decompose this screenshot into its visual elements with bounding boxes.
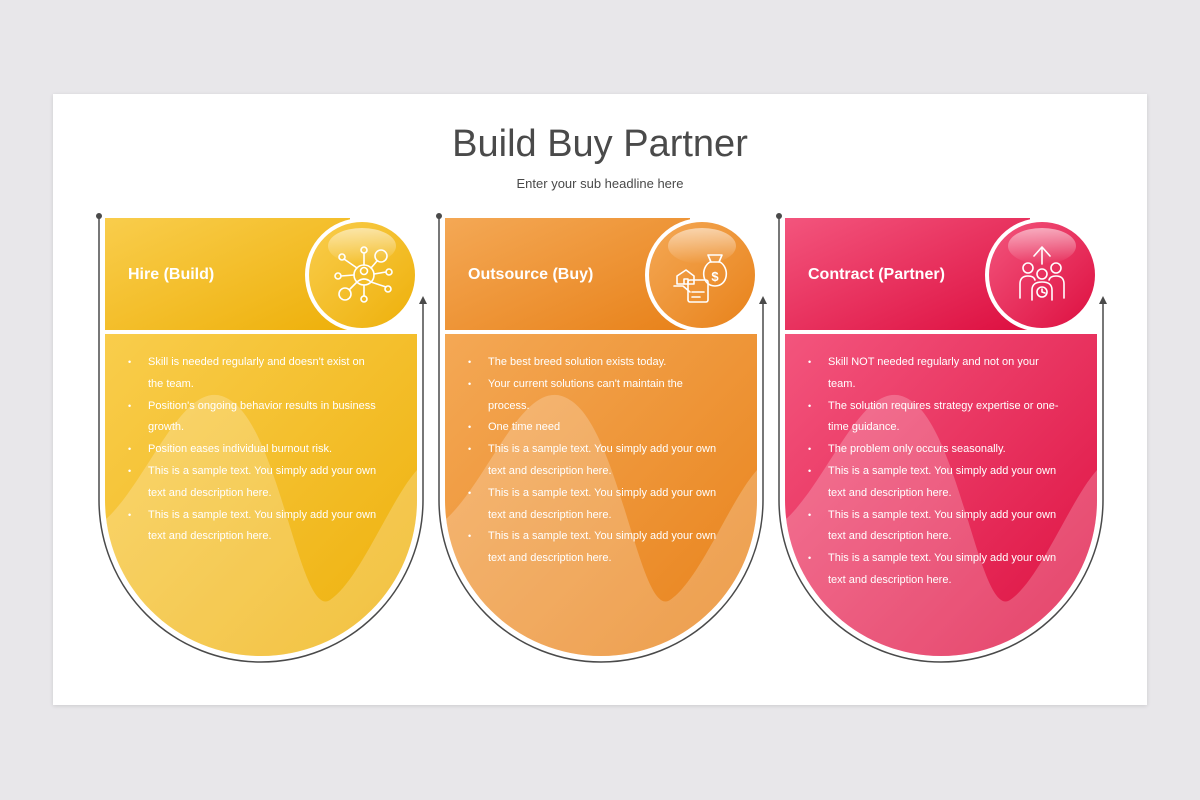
- card-partner-arrowhead: [1099, 296, 1107, 304]
- list-item: One time need: [467, 417, 719, 439]
- card-partner-heading: Contract (Partner): [808, 266, 945, 283]
- list-item: Position eases individual burnout risk.: [127, 439, 379, 461]
- page-subtitle: Enter your sub headline here: [516, 176, 684, 191]
- card-build-outline: [98, 216, 424, 663]
- card-partner-outline: [778, 216, 1104, 663]
- list-item: Skill NOT needed regularly and not on yo…: [807, 352, 1059, 396]
- card-buy-arrowhead: [759, 296, 767, 304]
- card-partner-start-dot: [776, 213, 782, 219]
- list-item: The best breed solution exists today.: [467, 352, 719, 374]
- list-item: This is a sample text. You simply add yo…: [467, 526, 719, 570]
- card-build-arrowhead: [419, 296, 427, 304]
- card-buy-outline: [438, 216, 764, 663]
- list-item: This is a sample text. You simply add yo…: [807, 548, 1059, 592]
- card-buy-start-dot: [436, 213, 442, 219]
- card-partner-header-band: [785, 218, 1030, 330]
- card-buy-heading: Outsource (Buy): [468, 266, 594, 283]
- list-item: Skill is needed regularly and doesn't ex…: [127, 352, 379, 396]
- team-growth-icon: [1019, 246, 1065, 301]
- list-item: This is a sample text. You simply add yo…: [467, 483, 719, 527]
- money-bag-hand-icon: $: [673, 254, 728, 303]
- page-title: Build Buy Partner: [452, 123, 748, 165]
- list-item: This is a sample text. You simply add yo…: [807, 461, 1059, 505]
- list-item: Position's ongoing behavior results in b…: [127, 396, 379, 440]
- card-partner-icon-gloss: [1008, 228, 1076, 264]
- list-item: This is a sample text. You simply add yo…: [127, 461, 379, 505]
- list-item: This is a sample text. You simply add yo…: [127, 505, 379, 549]
- list-item: This is a sample text. You simply add yo…: [467, 439, 719, 483]
- list-item: Your current solutions can't maintain th…: [467, 374, 719, 418]
- network-people-icon: [334, 246, 393, 303]
- list-item: The solution requires strategy expertise…: [807, 396, 1059, 440]
- card-buy-bullets: The best breed solution exists today. Yo…: [467, 352, 719, 570]
- svg-text:$: $: [711, 269, 719, 284]
- list-item: The problem only occurs seasonally.: [807, 439, 1059, 461]
- card-build-bullets: Skill is needed regularly and doesn't ex…: [127, 352, 379, 548]
- card-build-header-band: [105, 218, 350, 330]
- card-partner-bullets: Skill NOT needed regularly and not on yo…: [807, 352, 1059, 592]
- list-item: This is a sample text. You simply add yo…: [807, 505, 1059, 549]
- card-build-start-dot: [96, 213, 102, 219]
- card-build-heading: Hire (Build): [128, 266, 215, 283]
- card-buy-icon-gloss: [668, 228, 736, 264]
- card-buy-header-band: [445, 218, 690, 330]
